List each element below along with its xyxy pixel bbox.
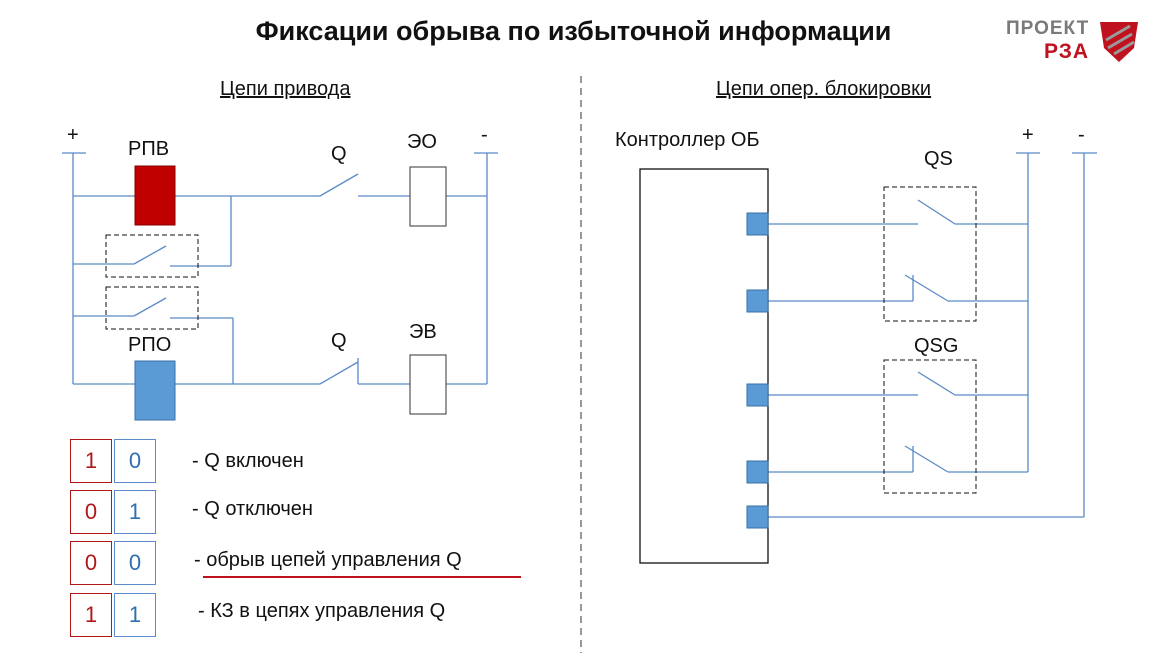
breaker-contact-q-bottom (319, 361, 359, 385)
legend-bit-rpv: 1 (70, 593, 112, 637)
controller-label: Контроллер ОБ (615, 129, 760, 151)
plus-label-left: + (67, 124, 79, 146)
coil-eo (409, 166, 447, 227)
minus-label-left: - (481, 124, 488, 146)
controller-input-5 (746, 505, 769, 529)
breaker-q-bottom-label: Q (331, 330, 347, 352)
legend-highlight-underline (203, 576, 521, 578)
controller-inputs (746, 212, 769, 529)
controller-input-3 (746, 383, 769, 407)
interlock-circuit-wires (768, 152, 1097, 518)
switch-box-qs (883, 186, 977, 322)
controller-input-1 (746, 212, 769, 236)
controller-input-4 (746, 460, 769, 484)
legend-bit-rpv: 1 (70, 439, 112, 483)
logo-shield-icon (1100, 22, 1138, 62)
legend-bit-rpo: 1 (114, 593, 156, 637)
relay-rpv-label: РПВ (128, 138, 170, 160)
legend-bit-rpo: 0 (114, 439, 156, 483)
logo: ПРОЕКТ РЗА (1004, 18, 1144, 66)
controller-input-2 (746, 289, 769, 313)
relay-rpo (134, 360, 176, 421)
switch-qs-label: QS (924, 148, 953, 170)
legend-text: - КЗ в цепях управления Q (198, 600, 446, 622)
legend-bit-rpo: 0 (114, 541, 156, 585)
breaker-contact-q-top (319, 173, 359, 197)
legend-text: - Q отключен (192, 498, 313, 520)
breaker-q-top-label: Q (331, 143, 347, 165)
relay-rpv (134, 165, 176, 226)
logo-text-top: ПРОЕКТ (1006, 18, 1090, 39)
legend-bit-rpv: 0 (70, 541, 112, 585)
switch-qsg-label: QSG (914, 335, 959, 357)
legend-bit-rpv: 0 (70, 490, 112, 534)
legend-bit-rpo: 1 (114, 490, 156, 534)
aux-contact-box-1 (105, 234, 199, 278)
logo-text-bottom: РЗА (1044, 40, 1090, 63)
legend-text: - обрыв цепей управления Q (194, 549, 462, 571)
plus-label-right: + (1022, 124, 1034, 146)
relay-rpo-label: РПО (128, 334, 172, 356)
aux-contact-box-2 (105, 286, 199, 330)
section-title-drive-circuits: Цепи привода (220, 78, 351, 100)
section-title-interlock-circuits: Цепи опер. блокировки (716, 78, 932, 100)
drive-circuit-wires (62, 152, 498, 385)
legend-text: - Q включен (192, 450, 304, 472)
minus-label-right: - (1078, 124, 1085, 146)
coil-ev (409, 354, 447, 415)
page-title: Фиксации обрыва по избыточной информации (255, 16, 892, 46)
coil-eo-label: ЭО (407, 131, 437, 153)
coil-ev-label: ЭВ (409, 321, 437, 343)
